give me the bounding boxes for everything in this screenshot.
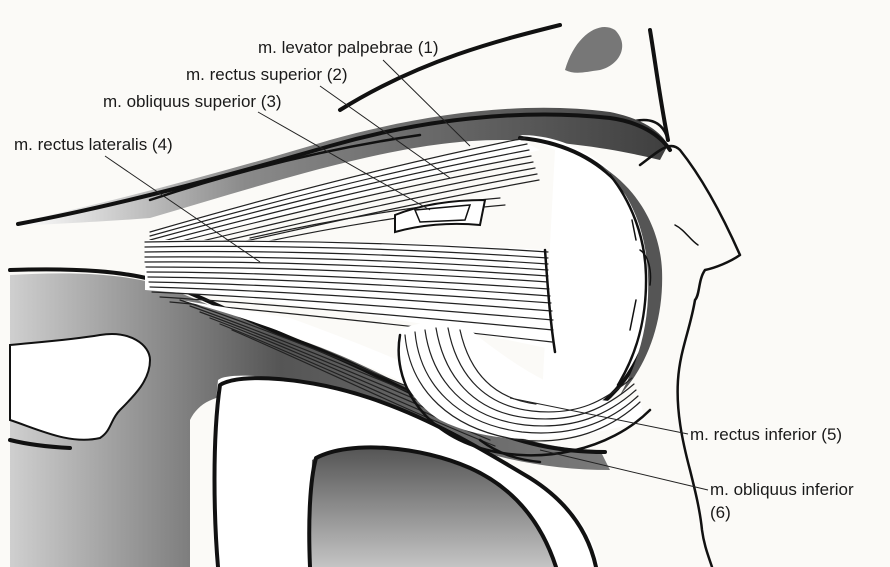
leader-obliquus-inferior (540, 450, 708, 490)
label-rectus-superior: m. rectus superior (2) (186, 65, 348, 84)
label-obliquus-inferior-line1: m. obliquus inferior (710, 480, 854, 499)
label-levator-palpebrae: m. levator palpebrae (1) (258, 38, 438, 57)
frontal-sinus (565, 27, 622, 73)
label-obliquus-superior: m. obliquus superior (3) (103, 92, 282, 111)
obliquus-superior-tendon (395, 200, 485, 232)
label-rectus-lateralis: m. rectus lateralis (4) (14, 135, 173, 154)
label-obliquus-inferior-line2: (6) (710, 503, 731, 522)
label-rectus-inferior: m. rectus inferior (5) (690, 425, 842, 444)
